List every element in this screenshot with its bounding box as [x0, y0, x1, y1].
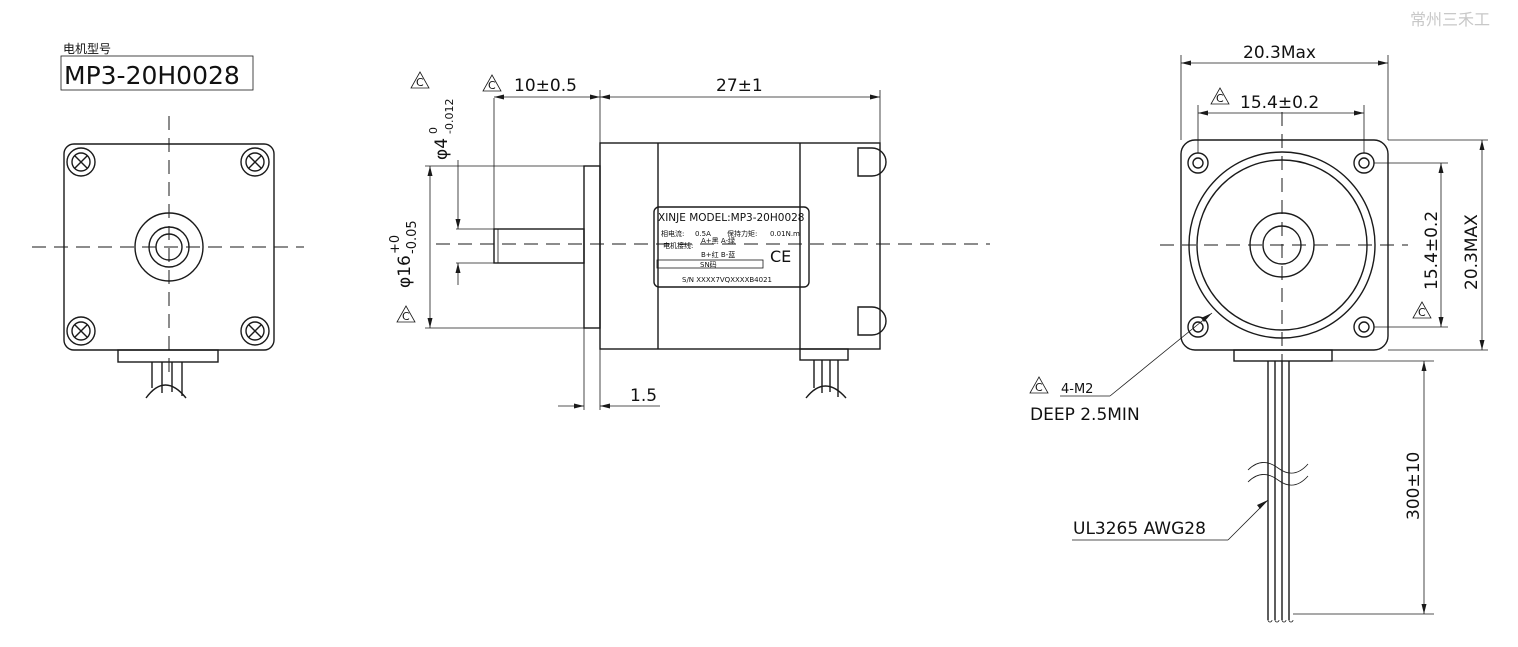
screw-bottom-right-icon [240, 316, 270, 346]
svg-text:C: C [416, 76, 424, 89]
nameplate-torque-label: 保持力矩: [727, 229, 757, 238]
motor-nameplate: XINJE MODEL:MP3-20H0028 相电流: 0.5A 保持力矩: … [653, 206, 810, 288]
dim-boss-diameter: φ16 [395, 255, 415, 288]
svg-text:C: C [488, 79, 496, 92]
dim-body-length: 27±1 [716, 76, 763, 96]
front-view [1160, 112, 1408, 623]
dim-flange: 1.5 [630, 386, 657, 406]
dim-shaft-length: 10±0.5 [514, 76, 577, 96]
screw-top-left-icon [66, 147, 96, 177]
dim-thread: 4-M2 [1061, 382, 1093, 397]
tolerance-symbol-icon: C [410, 71, 430, 89]
tolerance-symbol-icon: C [1412, 301, 1432, 319]
nameplate-current-value: 0.5A [695, 230, 711, 238]
dim-height-max: 20.3MAX [1462, 214, 1482, 290]
nameplate-wiring-b: B+红 B-蓝 [701, 250, 735, 259]
nameplate-sn-line: S/N XXXX7VQXXXXB4021 [682, 276, 772, 284]
dim-lead-length: 300±10 [1404, 452, 1424, 520]
dim-hole-spacing-vertical: 15.4±0.2 [1422, 211, 1442, 290]
dim-hole-spacing-horizontal: 15.4±0.2 [1240, 93, 1319, 113]
screw-bottom-left-icon [66, 316, 96, 346]
svg-text:C: C [1418, 306, 1426, 319]
model-number: MP3-20H0028 [64, 61, 240, 90]
nameplate-model-line: XINJE MODEL:MP3-20H0028 [658, 212, 804, 224]
dim-shaft-diameter-upper: 0 [427, 127, 440, 134]
model-label-box: 电机型号 MP3-20H0028 [60, 42, 254, 91]
side-dimensions: 10±0.5 C 27±1 1.5 φ4 0 -0.012 C [388, 71, 881, 410]
ce-mark: CE [770, 247, 791, 266]
svg-text:C: C [1216, 92, 1224, 105]
dim-boss-diameter-lower: -0.05 [405, 220, 420, 254]
nameplate-wiring-a: A+黑 A-绿 [701, 236, 735, 245]
dim-shaft-diameter-lower: -0.012 [443, 99, 456, 134]
front-dimensions: 20.3Max 15.4±0.2 C 15.4±0.2 C 20.3MAX [1029, 43, 1488, 615]
tolerance-symbol-icon: C [482, 74, 502, 92]
dim-width-max: 20.3Max [1243, 43, 1316, 63]
nameplate-wiring-label: 电机接线: [663, 241, 693, 250]
model-caption: 电机型号 [63, 42, 111, 56]
side-view [436, 142, 990, 399]
wire-spec: UL3265 AWG28 [1073, 519, 1206, 539]
nameplate-torque-value: 0.01N.m [770, 230, 800, 238]
watermark-text: 常州三禾工 [1410, 10, 1490, 29]
tolerance-symbol-icon: C [1029, 376, 1049, 394]
nameplate-current-label: 相电流: [661, 229, 684, 238]
svg-text:C: C [402, 310, 410, 323]
nameplate-sn-code: SN码 [700, 261, 717, 269]
svg-text:C: C [1035, 381, 1043, 394]
dim-thread-depth: DEEP 2.5MIN [1030, 405, 1140, 425]
dim-shaft-diameter: φ4 [432, 138, 452, 160]
tolerance-symbol-icon: C [396, 305, 416, 323]
dim-boss-diameter-upper: +0 [388, 235, 403, 254]
tolerance-symbol-icon: C [1210, 87, 1230, 105]
rear-view [32, 116, 304, 399]
screw-top-right-icon [240, 147, 270, 177]
